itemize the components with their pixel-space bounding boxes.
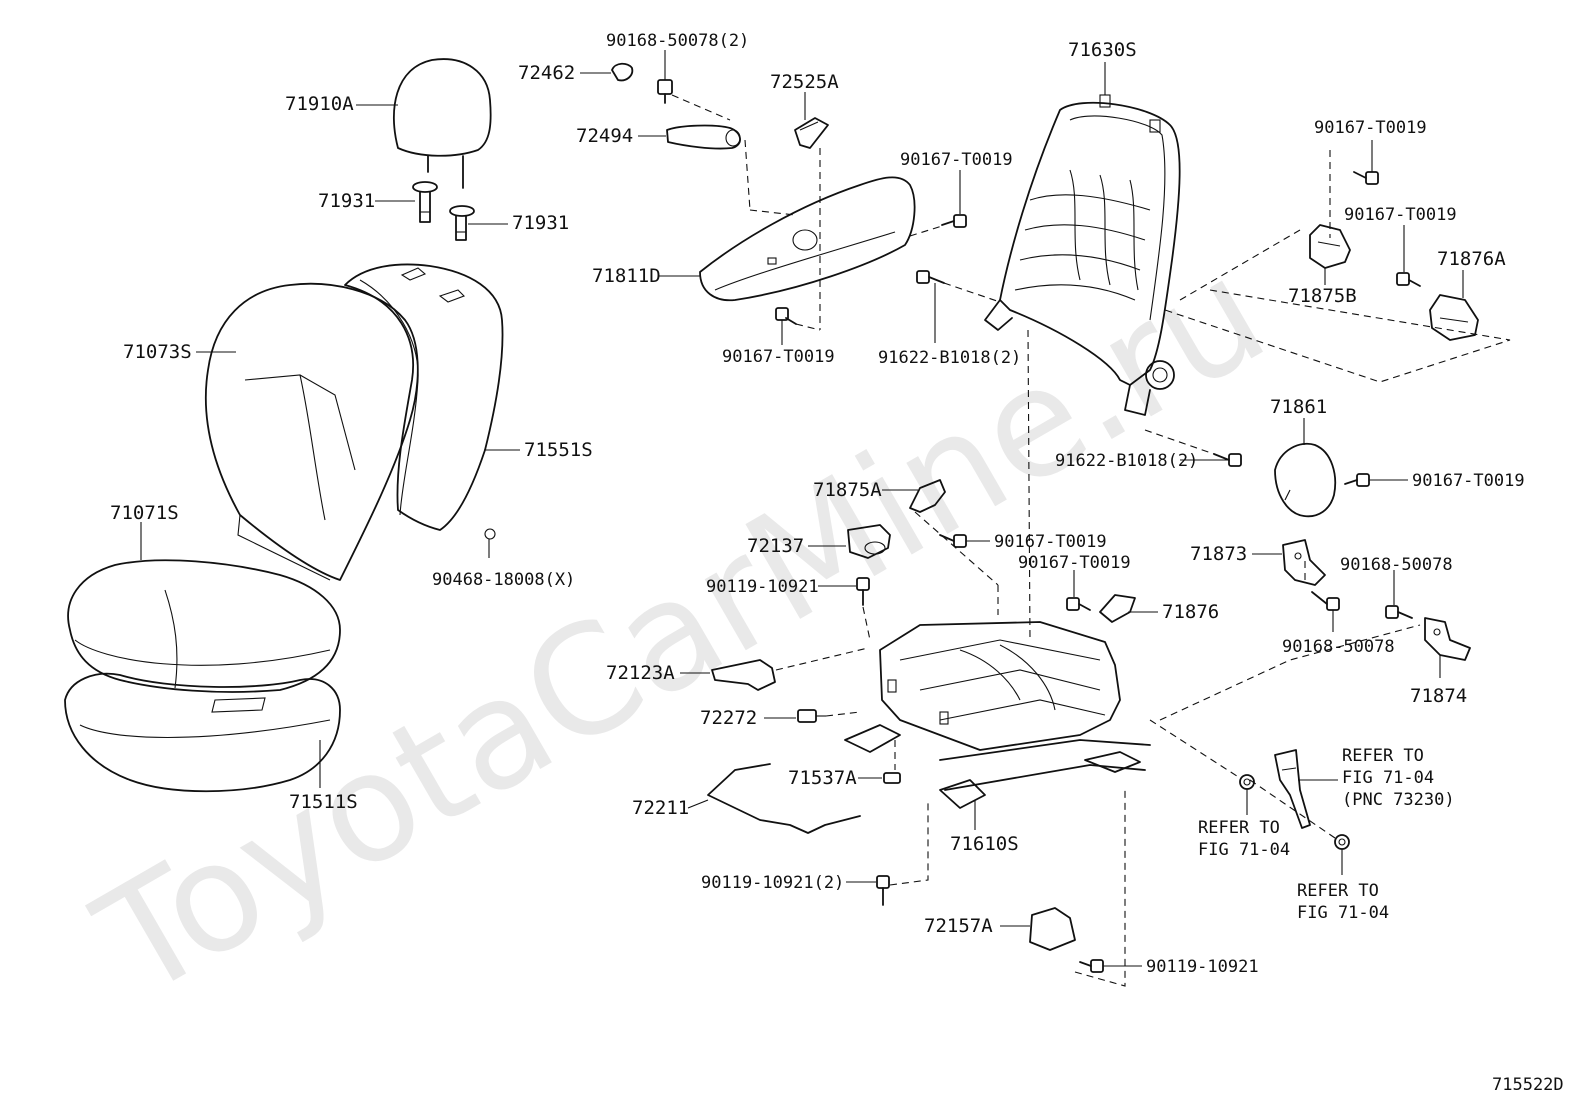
refer-to-fig-2[interactable]: FIG 71-04 [1198, 840, 1290, 860]
connector-72137[interactable] [847, 524, 891, 559]
label-71610S: 71610S [950, 833, 1019, 855]
seat-cushion-cover-71071S[interactable] [67, 559, 341, 693]
label-90167-T0019-b: 90167-T0019 [722, 347, 835, 367]
screw-90167-T0019-b[interactable] [775, 307, 797, 325]
recliner-cover-71861[interactable] [1274, 442, 1337, 518]
label-72211: 72211 [632, 797, 689, 819]
screw-90167-T0019-a[interactable] [941, 214, 967, 228]
wire-72211[interactable] [707, 763, 861, 834]
hog-ring-90468[interactable] [484, 528, 496, 558]
seat-cushion-pad-71511S[interactable] [64, 672, 341, 793]
label-90119-10921-c: 90119-10921 [1146, 957, 1259, 977]
label-90167-T0019-d: 90167-T0019 [1344, 205, 1457, 225]
label-71630S: 71630S [1068, 39, 1137, 61]
watermark: ToyotaCarMine.ru [70, 225, 1293, 1031]
bracket-72123A[interactable] [711, 659, 776, 691]
cap-72462[interactable] [611, 62, 634, 82]
refer-to-fig-1[interactable]: FIG 71-04 [1342, 768, 1434, 788]
bracket-71875A[interactable] [909, 479, 946, 513]
label-90167-T0019-g: 90167-T0019 [1018, 553, 1131, 573]
bolt-90119-10921-a[interactable] [856, 577, 870, 606]
screw-90167-T0019-g[interactable] [1066, 597, 1091, 611]
label-71873: 71873 [1190, 543, 1247, 565]
label-71875A: 71875A [813, 479, 882, 501]
label-72462: 72462 [518, 62, 575, 84]
label-71537A: 71537A [788, 767, 857, 789]
guide-71931-right[interactable] [449, 205, 475, 241]
screw-90167-T0019-e[interactable] [1344, 473, 1370, 487]
label-90167-T0019-a: 90167-T0019 [900, 150, 1013, 170]
refer-to-fig-3[interactable]: FIG 71-04 [1297, 903, 1389, 923]
recliner-cover-71811D[interactable] [699, 176, 916, 302]
bolt-91622-B1018-a[interactable] [916, 270, 945, 284]
bracket-71873[interactable] [1282, 539, 1326, 586]
label-72123A: 72123A [606, 662, 675, 684]
refer-to-text-2[interactable]: REFER TO [1198, 818, 1280, 838]
bracket-71875B[interactable] [1309, 224, 1351, 269]
label-71876: 71876 [1162, 601, 1219, 623]
refer-to-pnc-1: (PNC 73230) [1342, 790, 1455, 810]
label-90119-10921-a: 90119-10921 [706, 577, 819, 597]
bracket-71874[interactable] [1424, 617, 1471, 661]
label-90168-50078-a: 90168-50078 [1340, 555, 1453, 575]
label-72525A: 72525A [770, 71, 839, 93]
label-72157A: 72157A [924, 915, 993, 937]
bracket-71876[interactable] [1099, 594, 1136, 623]
label-72494: 72494 [576, 125, 633, 147]
label-91622-B1018-2-b: 91622-B1018(2) [1055, 451, 1198, 471]
label-91622-B1018-2-a: 91622-B1018(2) [878, 348, 1021, 368]
label-71931-right: 71931 [512, 212, 569, 234]
label-90468-18008: 90468-18008(X) [432, 570, 575, 590]
label-71551S: 71551S [524, 439, 593, 461]
label-72137: 72137 [747, 535, 804, 557]
bolt-90168-50078-top[interactable] [657, 79, 673, 104]
screw-90167-T0019-c[interactable] [1353, 171, 1379, 185]
label-90119-10921-2: 90119-10921(2) [701, 873, 844, 893]
seatback-pad-71551S[interactable] [344, 263, 504, 531]
label-71874: 71874 [1410, 685, 1467, 707]
refer-to-text-3[interactable]: REFER TO [1297, 881, 1379, 901]
bolt-90168-50078-a[interactable] [1385, 605, 1413, 619]
label-71910A: 71910A [285, 93, 354, 115]
label-71811D: 71811D [592, 265, 661, 287]
bolt-91622-B1018-b[interactable] [1213, 453, 1242, 467]
pad-71537A[interactable] [883, 772, 901, 784]
label-71073S: 71073S [123, 341, 192, 363]
label-90167-T0019-f: 90167-T0019 [994, 532, 1107, 552]
cover-72157A[interactable] [1029, 907, 1076, 951]
label-71875B: 71875B [1288, 285, 1357, 307]
nut-refer[interactable] [1334, 834, 1350, 850]
label-71876A: 71876A [1437, 248, 1506, 270]
label-90167-T0019-e: 90167-T0019 [1412, 471, 1525, 491]
label-90168-50078-2: 90168-50078(2) [606, 31, 749, 51]
clip-72272[interactable] [797, 709, 826, 723]
seatback-frame-71630S[interactable] [984, 94, 1181, 416]
knob-72525A[interactable] [794, 117, 829, 149]
headrest-71910A[interactable] [392, 58, 492, 189]
screw-90167-T0019-d[interactable] [1396, 272, 1421, 287]
label-71511S: 71511S [289, 791, 358, 813]
bolt-90168-50078-b[interactable] [1311, 591, 1340, 611]
bracket-71876A[interactable] [1429, 294, 1479, 341]
label-71071S: 71071S [110, 502, 179, 524]
seatback-cover-71073S[interactable] [204, 282, 419, 581]
figure-id: 715522D [1492, 1075, 1564, 1095]
washer-refer[interactable] [1239, 774, 1255, 790]
bolt-90119-10921-c[interactable] [1079, 959, 1104, 973]
refer-to-text-1[interactable]: REFER TO [1342, 746, 1424, 766]
seat-cushion-frame-71610S[interactable] [844, 621, 1151, 809]
guide-71931-left[interactable] [412, 181, 438, 223]
bolt-90119-10921-b[interactable] [876, 875, 890, 906]
recliner-lever-72494[interactable] [666, 124, 741, 150]
label-71931-left: 71931 [318, 190, 375, 212]
label-72272: 72272 [700, 707, 757, 729]
label-90167-T0019-c: 90167-T0019 [1314, 118, 1427, 138]
seat-belt-buckle[interactable] [1274, 749, 1311, 829]
label-71861: 71861 [1270, 396, 1327, 418]
